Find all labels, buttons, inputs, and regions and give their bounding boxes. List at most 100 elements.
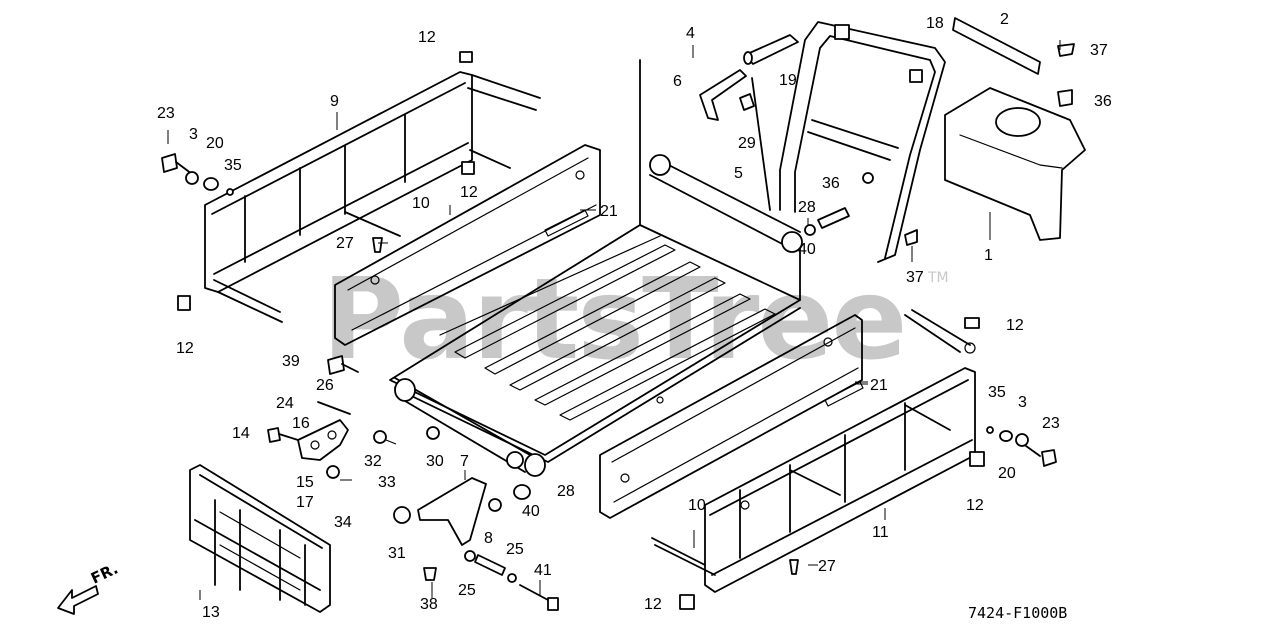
bolt-41[interactable] xyxy=(519,584,549,601)
callout-25[interactable]: 25 xyxy=(506,541,524,558)
callout-6[interactable]: 6 xyxy=(673,73,682,90)
bolt-23-right[interactable] xyxy=(1041,449,1057,467)
nut-31[interactable] xyxy=(393,506,411,524)
right-rail-frame-part[interactable] xyxy=(651,309,980,610)
callout-41[interactable]: 41 xyxy=(534,562,552,579)
hinge-bracket-part[interactable] xyxy=(417,477,487,546)
callout-19[interactable]: 19 xyxy=(779,72,797,89)
callout-3[interactable]: 3 xyxy=(1018,394,1027,411)
bolt-39[interactable] xyxy=(327,355,345,375)
callout-12[interactable]: 12 xyxy=(1006,317,1024,334)
bracket-6-part[interactable] xyxy=(699,69,747,121)
box-cover-part[interactable] xyxy=(944,87,1086,241)
right-side-panel-part[interactable] xyxy=(599,314,864,519)
pin-35-left[interactable] xyxy=(226,188,234,196)
bed-floor-part[interactable] xyxy=(389,59,801,463)
roll-bar-frame-part[interactable] xyxy=(779,21,946,263)
strap-part[interactable] xyxy=(952,17,1041,75)
callout-12[interactable]: 12 xyxy=(644,596,662,613)
callout-23[interactable]: 23 xyxy=(157,105,175,122)
callout-30[interactable]: 30 xyxy=(426,453,444,470)
callout-28[interactable]: 28 xyxy=(798,199,816,216)
callout-24[interactable]: 24 xyxy=(276,395,294,412)
callout-13[interactable]: 13 xyxy=(202,604,220,621)
shaft-8[interactable] xyxy=(474,554,506,576)
callout-17[interactable]: 17 xyxy=(296,494,314,511)
callout-2[interactable]: 2 xyxy=(1000,11,1009,28)
bolt-37-lower[interactable] xyxy=(904,229,918,246)
callout-39[interactable]: 39 xyxy=(282,353,300,370)
tailgate-part[interactable] xyxy=(189,464,331,613)
callout-38[interactable]: 38 xyxy=(420,596,438,613)
washer-25-lower[interactable] xyxy=(507,573,517,583)
callout-36[interactable]: 36 xyxy=(1094,93,1112,110)
left-side-panel-part[interactable] xyxy=(334,144,601,346)
nut-29[interactable] xyxy=(739,93,755,111)
callout-40[interactable]: 40 xyxy=(798,241,816,258)
pin-35-right[interactable] xyxy=(986,426,994,434)
callout-25[interactable]: 25 xyxy=(458,582,476,599)
callout-16[interactable]: 16 xyxy=(292,415,310,432)
callout-12[interactable]: 12 xyxy=(460,184,478,201)
callout-11[interactable]: 11 xyxy=(872,524,889,541)
grip-part[interactable] xyxy=(743,34,799,65)
callout-35[interactable]: 35 xyxy=(988,384,1006,401)
callout-27[interactable]: 27 xyxy=(818,558,836,575)
latch-assembly-part[interactable] xyxy=(297,419,349,461)
spring-20-right[interactable] xyxy=(999,430,1013,442)
washer-28-lower[interactable] xyxy=(513,484,531,500)
washer-28-upper[interactable] xyxy=(804,224,816,236)
callout-40[interactable]: 40 xyxy=(522,503,540,520)
callout-12[interactable]: 12 xyxy=(966,497,984,514)
callout-27[interactable]: 27 xyxy=(336,235,354,252)
callout-7[interactable]: 7 xyxy=(460,453,469,470)
nut-40-lower[interactable] xyxy=(488,498,502,512)
callout-20[interactable]: 20 xyxy=(998,465,1016,482)
rod-5-part[interactable] xyxy=(751,77,771,211)
bolt-37-upper[interactable] xyxy=(1057,43,1075,57)
callout-34[interactable]: 34 xyxy=(334,514,352,531)
callout-8[interactable]: 8 xyxy=(484,530,493,547)
callout-33[interactable]: 33 xyxy=(378,474,396,491)
callout-31[interactable]: 31 xyxy=(388,545,406,562)
callout-1[interactable]: 1 xyxy=(984,247,993,264)
bolt-40-upper[interactable] xyxy=(817,207,850,229)
callout-10[interactable]: 10 xyxy=(412,195,430,212)
spring-20-left[interactable] xyxy=(203,177,219,191)
callout-3[interactable]: 3 xyxy=(189,126,198,143)
bolt-14[interactable] xyxy=(267,427,281,443)
callout-14[interactable]: 14 xyxy=(232,425,250,442)
callout-26[interactable]: 26 xyxy=(316,377,334,394)
callout-21[interactable]: 21 xyxy=(600,203,618,220)
callout-5[interactable]: 5 xyxy=(734,165,743,182)
callout-29[interactable]: 29 xyxy=(738,135,756,152)
callout-18[interactable]: 18 xyxy=(926,15,944,32)
callout-20[interactable]: 20 xyxy=(206,135,224,152)
clip-12-right[interactable] xyxy=(969,451,985,467)
callout-37[interactable]: 37 xyxy=(1090,42,1108,59)
callout-21[interactable]: 21 xyxy=(870,377,888,394)
screw-27-right[interactable] xyxy=(789,559,799,575)
washer-25-upper[interactable] xyxy=(464,550,476,562)
callout-12[interactable]: 12 xyxy=(176,340,194,357)
washer-22[interactable] xyxy=(326,465,340,479)
nut-36-center[interactable] xyxy=(862,172,874,184)
washer-32[interactable] xyxy=(373,430,387,444)
front-cross-tube-part[interactable] xyxy=(394,377,546,477)
callout-35[interactable]: 35 xyxy=(224,157,242,174)
nut-30[interactable] xyxy=(426,426,440,440)
callout-37[interactable]: 37 xyxy=(906,269,924,286)
callout-32[interactable]: 32 xyxy=(364,453,382,470)
screw-38[interactable] xyxy=(423,567,437,581)
callout-9[interactable]: 9 xyxy=(330,93,339,110)
nut-36-right[interactable] xyxy=(1057,89,1073,107)
callout-4[interactable]: 4 xyxy=(686,25,695,42)
screw-27-left[interactable] xyxy=(372,237,383,253)
clip-12-center[interactable] xyxy=(461,161,475,175)
callout-23[interactable]: 23 xyxy=(1042,415,1060,432)
washer-3-right[interactable] xyxy=(1015,433,1029,447)
bolt-23-left[interactable] xyxy=(161,153,178,173)
callout-12[interactable]: 12 xyxy=(418,29,436,46)
left-rail-frame-part[interactable] xyxy=(177,51,541,323)
callout-15[interactable]: 15 xyxy=(296,474,314,491)
